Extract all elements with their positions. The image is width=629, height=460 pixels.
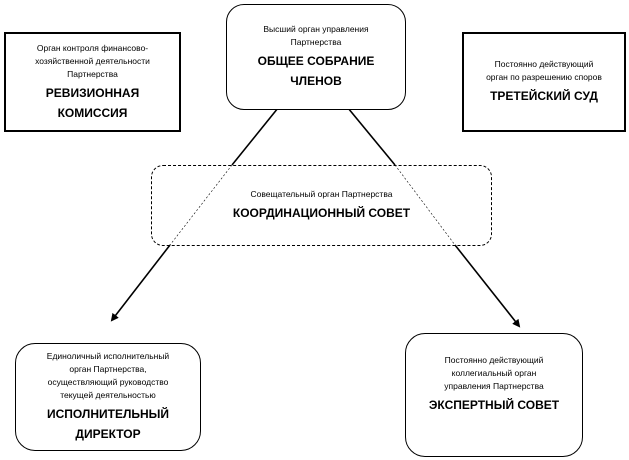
expert-council-title: ЭКСПЕРТНЫЙ СОВЕТ bbox=[428, 397, 560, 412]
audit-commission-title-2: КОМИССИЯ bbox=[57, 105, 128, 120]
general-meeting-subtitle-2: Партнерства bbox=[290, 37, 342, 47]
executive-director-title-2: ДИРЕКТОР bbox=[75, 427, 141, 441]
audit-commission-subtitle-2: хозяйственной деятельности bbox=[35, 55, 150, 66]
coordination-council-subtitle: Совещательный орган Партнерства bbox=[250, 189, 393, 199]
audit-commission-subtitle-3: Партнерства bbox=[67, 68, 118, 79]
executive-director-subtitle-4: текущей деятельностью bbox=[60, 390, 156, 400]
coordination-council-node: Совещательный орган Партнерства КООРДИНА… bbox=[151, 165, 492, 246]
executive-director-subtitle-3: осуществляющий руководство bbox=[47, 377, 169, 387]
audit-commission-subtitle-1: Орган контроля финансово- bbox=[36, 42, 149, 53]
executive-director-title-1: ИСПОЛНИТЕЛЬНЫЙ bbox=[46, 407, 170, 421]
expert-council-subtitle-1: Постоянно действующий bbox=[444, 354, 544, 365]
general-meeting-title-2: ЧЛЕНОВ bbox=[290, 74, 342, 88]
arbitration-court-subtitle-2: орган по разрешению споров bbox=[486, 72, 602, 82]
general-meeting-subtitle-1: Высший орган управления bbox=[263, 24, 369, 34]
general-meeting-node: Высший орган управления Партнерства ОБЩЕ… bbox=[226, 4, 406, 110]
executive-director-node: Единоличный исполнительный орган Партнер… bbox=[15, 343, 201, 451]
executive-director-subtitle-2: орган Партнерства, bbox=[69, 364, 147, 374]
expert-council-subtitle-2: коллегиальный орган bbox=[451, 367, 537, 378]
executive-director-subtitle-1: Единоличный исполнительный bbox=[46, 351, 170, 361]
expert-council-node: Постоянно действующий коллегиальный орга… bbox=[405, 333, 583, 457]
audit-commission-title-1: РЕВИЗИОННАЯ bbox=[45, 85, 140, 100]
arrow-to-executive-director bbox=[110, 107, 279, 322]
arbitration-court-subtitle-1: Постоянно действующий bbox=[494, 59, 594, 69]
arbitration-court-title: ТРЕТЕЙСКИЙ СУД bbox=[490, 89, 598, 103]
arrow-to-expert-council bbox=[347, 107, 521, 328]
coordination-council-title: КООРДИНАЦИОННЫЙ СОВЕТ bbox=[232, 206, 411, 220]
expert-council-subtitle-3: управления Партнерства bbox=[444, 380, 544, 391]
audit-commission-node: Орган контроля финансово- хозяйственной … bbox=[4, 32, 181, 132]
arbitration-court-node: Постоянно действующий орган по разрешени… bbox=[462, 32, 626, 132]
general-meeting-title-1: ОБЩЕЕ СОБРАНИЕ bbox=[257, 54, 375, 68]
